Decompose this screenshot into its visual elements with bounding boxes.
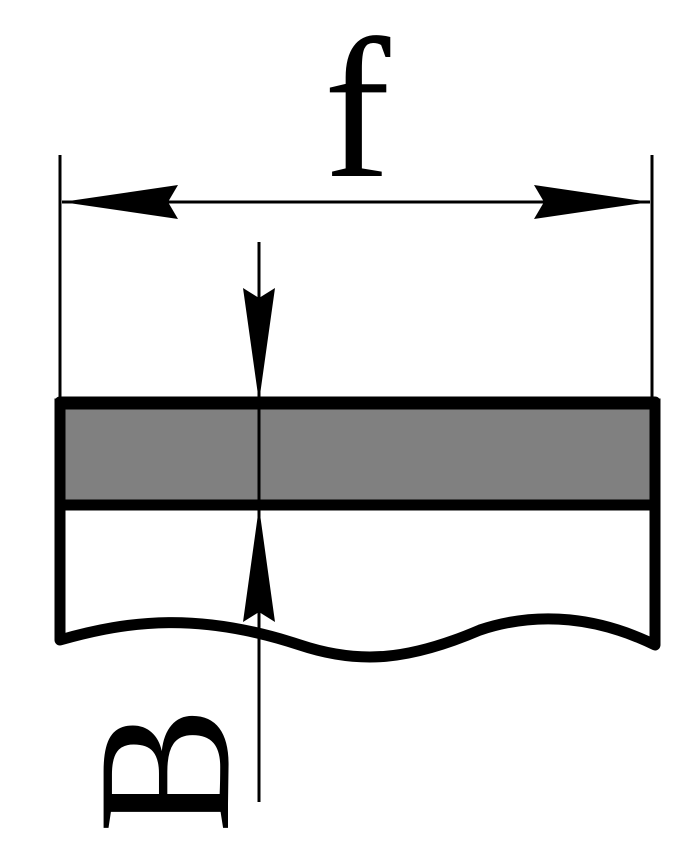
thickness-arrow-top — [243, 288, 275, 402]
width-arrow-left — [62, 185, 178, 219]
top-layer — [54, 398, 661, 511]
thickness-arrow-bottom — [243, 507, 275, 622]
width-dimension-label: f — [324, 0, 391, 220]
thickness-dimension-label: B — [60, 707, 270, 834]
width-arrow-right — [534, 185, 650, 219]
